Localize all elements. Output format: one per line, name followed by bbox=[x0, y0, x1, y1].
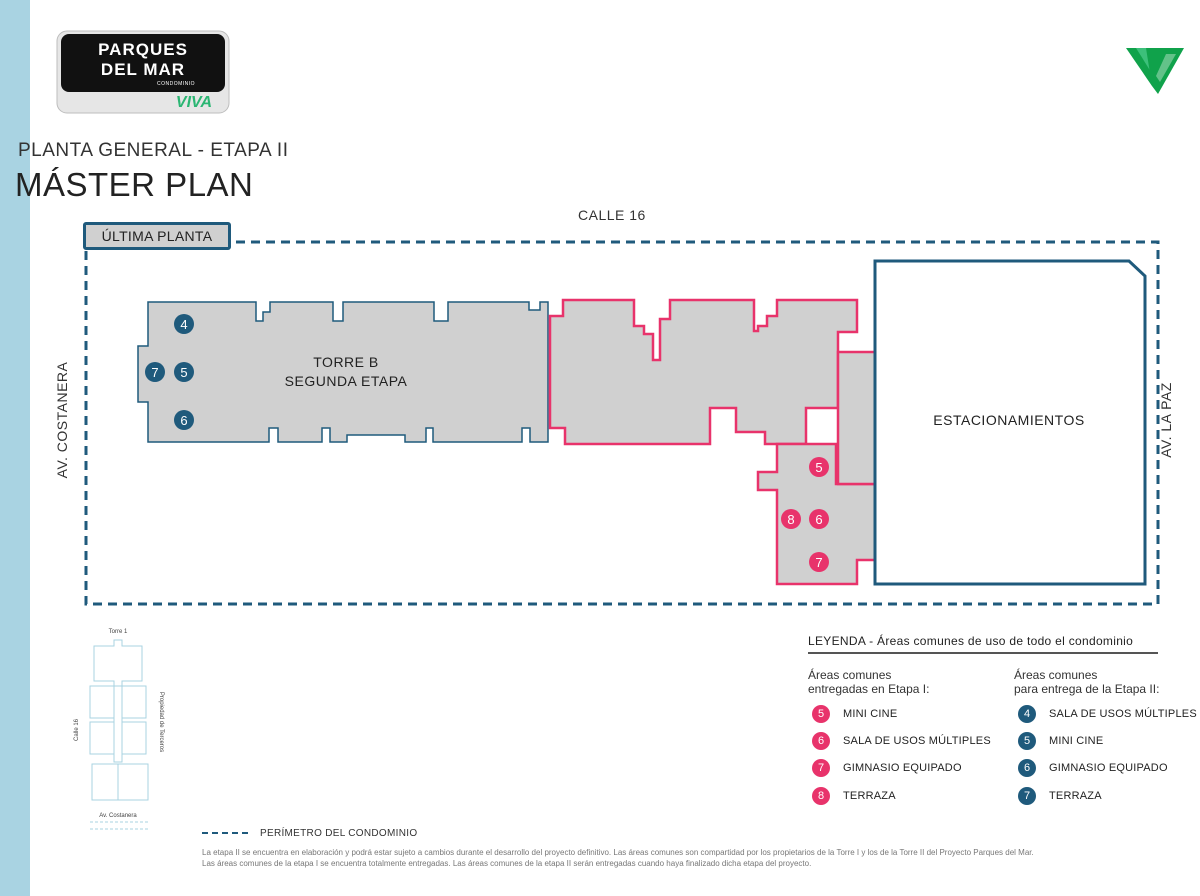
disclaimer: La etapa II se encuentra en elaboración … bbox=[202, 847, 1192, 869]
legend-stage2-heading: Áreas comunes para entrega de la Etapa I… bbox=[1014, 668, 1160, 696]
tower-b-marker-7: 7 bbox=[145, 362, 165, 382]
legend-marker: 8 bbox=[812, 787, 830, 805]
legend-stage1-item: 8 TERRAZA bbox=[812, 786, 896, 806]
stage1-marker-5: 5 bbox=[809, 457, 829, 477]
stage1-marker-8: 8 bbox=[781, 509, 801, 529]
stage1-building bbox=[548, 298, 859, 446]
legend-marker: 5 bbox=[812, 705, 830, 723]
legend-stage1-item: 6 SALA DE USOS MÚLTIPLES bbox=[812, 731, 991, 751]
logo-line2: DEL MAR bbox=[101, 60, 185, 79]
legend-stage1-item: 7 GIMNASIO EQUIPADO bbox=[812, 758, 962, 778]
tower-b-marker-5: 5 bbox=[174, 362, 194, 382]
disclaimer-line2: Las áreas comunes de la etapa I se encue… bbox=[202, 859, 812, 868]
dashed-line-icon bbox=[202, 832, 248, 834]
svg-text:5: 5 bbox=[180, 365, 187, 380]
legend-stage2-column: Áreas comunes para entrega de la Etapa I… bbox=[1014, 668, 1197, 805]
parking-label: ESTACIONAMIENTOS bbox=[933, 412, 1084, 428]
legend-marker: 6 bbox=[1018, 759, 1036, 777]
svg-text:7: 7 bbox=[815, 555, 822, 570]
brand-v-icon bbox=[1126, 48, 1184, 94]
legend-marker: 5 bbox=[1018, 732, 1036, 750]
legend-marker: 4 bbox=[1018, 705, 1036, 723]
legend-stage2-item: 7 TERRAZA bbox=[1018, 786, 1102, 806]
legend-stage1-item: 5 MINI CINE bbox=[812, 704, 897, 724]
page-title: MÁSTER PLAN bbox=[15, 166, 254, 203]
legend-stage2-item: 5 MINI CINE bbox=[1018, 731, 1103, 751]
legend: LEYENDA - Áreas comunes de uso de todo e… bbox=[808, 634, 1197, 814]
stage1-marker-6: 6 bbox=[809, 509, 829, 529]
svg-text:8: 8 bbox=[787, 512, 794, 527]
svg-text:6: 6 bbox=[180, 413, 187, 428]
legend-marker: 7 bbox=[1018, 787, 1036, 805]
disclaimer-line1: La etapa II se encuentra en elaboración … bbox=[202, 848, 1034, 857]
logo-small: CONDOMINIO bbox=[157, 81, 195, 87]
legend-stage2-item: 4 SALA DE USOS MÚLTIPLES bbox=[1018, 704, 1197, 724]
legend-stage2-item: 6 GIMNASIO EQUIPADO bbox=[1018, 758, 1168, 778]
svg-text:4: 4 bbox=[180, 317, 187, 332]
tower-b-label-line1: TORRE B bbox=[313, 354, 378, 370]
tower-b-building bbox=[137, 301, 549, 443]
connector-block bbox=[836, 350, 878, 486]
perimeter-key: PERÍMETRO DEL CONDOMINIO bbox=[202, 826, 417, 840]
logo-line1: PARQUES bbox=[98, 40, 188, 59]
mini-map-top-label: Torre 1 bbox=[109, 629, 128, 635]
logo-viva: VIVA bbox=[176, 94, 212, 111]
legend-title: LEYENDA - Áreas comunes de uso de todo e… bbox=[808, 634, 1158, 654]
legend-stage1-heading: Áreas comunes entregadas en Etapa I: bbox=[808, 668, 930, 696]
tower-b-marker-4: 4 bbox=[174, 314, 194, 334]
perimeter-key-label: PERÍMETRO DEL CONDOMINIO bbox=[260, 827, 418, 839]
tower-b-label-line2: SEGUNDA ETAPA bbox=[285, 373, 408, 389]
svg-text:5: 5 bbox=[815, 460, 822, 475]
condominium-perimeter bbox=[84, 240, 1160, 606]
tower-b-marker-6: 6 bbox=[174, 410, 194, 430]
parking-building bbox=[873, 259, 1147, 586]
floor-label: ÚLTIMA PLANTA bbox=[83, 222, 231, 250]
legend-stage1-column: Áreas comunes entregadas en Etapa I: 5 M… bbox=[808, 668, 991, 805]
page-subtitle: PLANTA GENERAL - ETAPA II bbox=[18, 140, 289, 161]
mini-map-left-label: Calle 16 bbox=[74, 718, 80, 741]
legend-marker: 6 bbox=[812, 732, 830, 750]
side-stripe bbox=[0, 0, 30, 896]
street-top-label: CALLE 16 bbox=[578, 207, 646, 223]
parques-del-mar-logo: PARQUES DEL MAR CONDOMINIO VIVA bbox=[56, 30, 230, 114]
mini-map-bottom-label: Av. Costanera bbox=[99, 813, 137, 819]
svg-text:7: 7 bbox=[151, 365, 158, 380]
legend-marker: 7 bbox=[812, 759, 830, 777]
svg-text:6: 6 bbox=[815, 512, 822, 527]
stage1-marker-7: 7 bbox=[809, 552, 829, 572]
mini-map-right-label: Propiedad de Terceros bbox=[158, 692, 164, 752]
locator-mini-map: Torre 1 Calle 16 Propiedad de Terceros A… bbox=[74, 629, 164, 830]
